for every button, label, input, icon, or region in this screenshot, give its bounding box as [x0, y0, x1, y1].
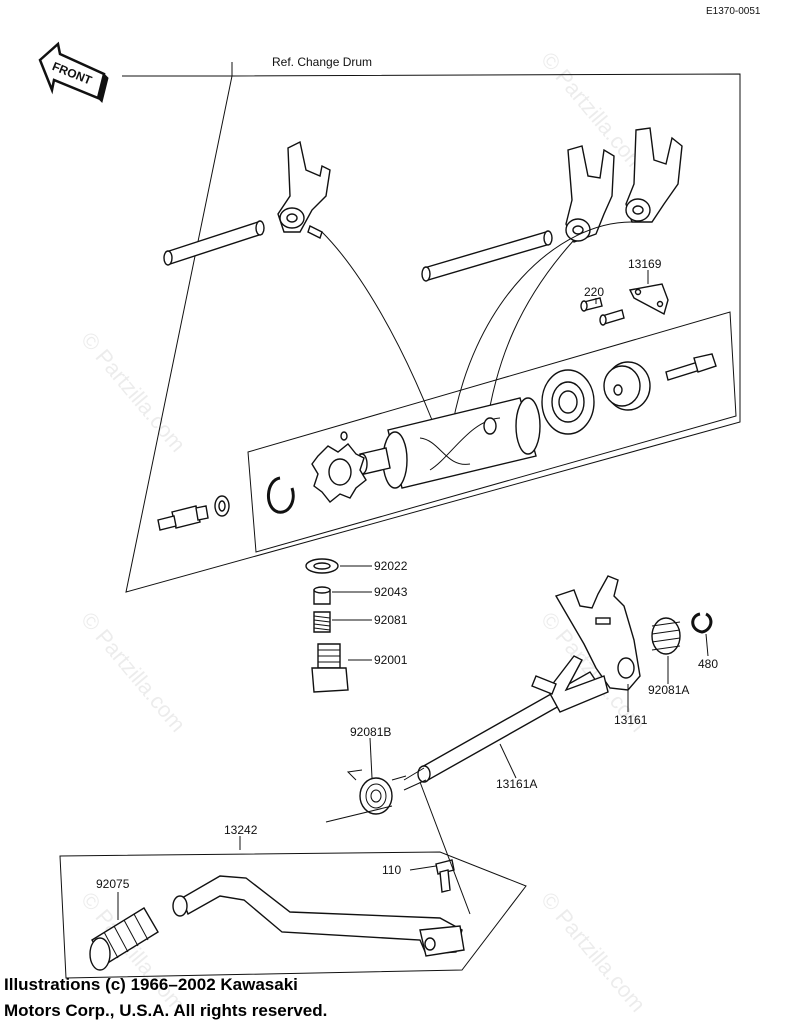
- shift-arm-13161: [554, 575, 641, 691]
- callout-13169: 13169: [628, 257, 662, 271]
- callout-13161A: 13161A: [496, 777, 537, 791]
- ref-change-drum-label: Ref. Change Drum: [272, 55, 372, 69]
- callout-13242: 13242: [224, 823, 258, 837]
- copyright-line-1: Illustrations (c) 1966–2002 Kawasaki: [4, 975, 298, 994]
- neutral-switch-washer: [214, 495, 230, 517]
- watermark-2: © Partzilla.com: [76, 327, 190, 457]
- spring-92081B: [346, 769, 407, 815]
- pin-92043: [313, 586, 331, 605]
- callout-13161: 13161: [614, 713, 648, 727]
- neutral-switch: [157, 505, 209, 531]
- callout-480: 480: [698, 657, 718, 671]
- callout-110: 110: [382, 863, 401, 877]
- change-drum-box: [247, 311, 737, 553]
- spring-92081: [313, 611, 331, 633]
- callout-92001: 92001: [374, 653, 408, 667]
- watermark-6: © Partzilla.com: [536, 887, 650, 1017]
- shift-fork-right: [625, 127, 683, 223]
- fork-guide-line-3: [449, 221, 635, 441]
- watermark-3: © Partzilla.com: [76, 607, 190, 737]
- screw-220-b: [599, 309, 625, 326]
- watermark-group: © Partzilla.com © Partzilla.com © Partzi…: [76, 47, 650, 1017]
- callout-92081: 92081: [374, 613, 408, 627]
- pedal-rubber-92075: [89, 907, 159, 971]
- washer-92022: [305, 558, 339, 574]
- callout-92043: 92043: [374, 585, 408, 599]
- front-arrow-shadow: [97, 73, 109, 103]
- shaft-link-line: [325, 781, 471, 915]
- star-cam-plate: [311, 431, 367, 503]
- shift-shaft-13161A: [403, 655, 609, 791]
- drum-bolt: [665, 353, 717, 381]
- change-drum: [356, 397, 541, 489]
- circlip: [267, 476, 295, 514]
- leader-lines: [117, 270, 709, 920]
- bearing: [541, 369, 595, 435]
- callout-92081B: 92081B: [350, 725, 391, 739]
- circlip-480: [691, 612, 713, 634]
- callout-92075: 92075: [96, 877, 130, 891]
- front-arrow: FRONT: [38, 41, 109, 103]
- plate-13169: [628, 283, 669, 316]
- bolt-110: [435, 859, 455, 893]
- callout-92022: 92022: [374, 559, 408, 573]
- fork-guide-line-1: [321, 231, 433, 421]
- shift-rod-right: [421, 230, 553, 282]
- shift-pedal-13242: [172, 875, 465, 957]
- drum-cam: [603, 361, 651, 411]
- copyright-line-2: Motors Corp., U.S.A. All rights reserved…: [4, 1001, 328, 1020]
- bolt-92001: [311, 643, 349, 693]
- watermark-1: © Partzilla.com: [536, 47, 650, 177]
- shift-rod-left: [163, 220, 265, 266]
- screw-220-a: [580, 297, 603, 312]
- shift-pedal-box: [59, 851, 527, 979]
- copyright-notice: Illustrations (c) 1966–2002 Kawasaki Mot…: [4, 972, 484, 1024]
- callout-92081A: 92081A: [648, 683, 689, 697]
- reference-box: [122, 62, 741, 593]
- shift-fork-left: [277, 140, 331, 239]
- shift-fork-center: [565, 145, 615, 243]
- callout-220: 220: [584, 285, 604, 299]
- spring-92081A: [651, 617, 681, 655]
- drawing-code: E1370-0051: [706, 6, 761, 17]
